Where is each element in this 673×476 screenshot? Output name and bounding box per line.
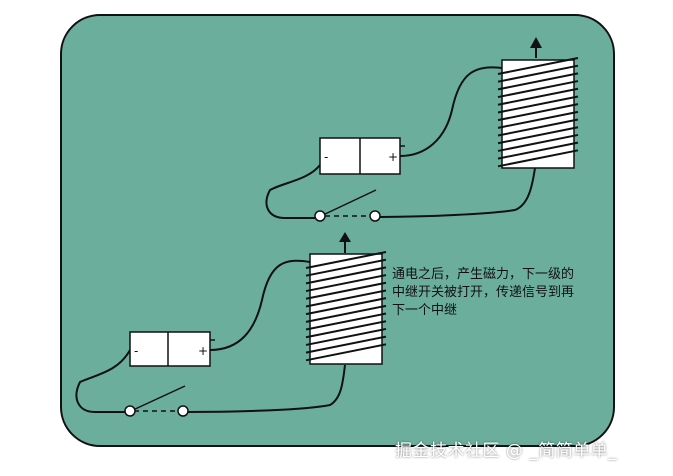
coil-winding	[497, 126, 579, 145]
wire-battery-to-switch	[75, 349, 131, 413]
wire-battery-to-coil	[399, 66, 503, 157]
coil-winding	[497, 64, 579, 83]
battery-minus-label: -	[134, 344, 138, 358]
battery-minus-label: -	[324, 150, 328, 164]
coil-winding	[497, 133, 579, 152]
coil-winding	[305, 266, 387, 285]
coil-winding	[305, 281, 387, 300]
coil-winding	[497, 118, 579, 137]
wire-battery-to-switch	[265, 164, 321, 219]
coil-winding	[305, 251, 387, 269]
wire-switch-to-coil	[184, 364, 346, 413]
coil-winding	[305, 297, 387, 316]
coil-winding	[305, 258, 387, 277]
wire-switch-to-coil	[374, 167, 536, 218]
coil-winding	[497, 57, 579, 75]
coil-winding	[305, 312, 387, 331]
coil-winding	[497, 103, 579, 122]
coil-winding	[497, 80, 579, 99]
relay-stage-lower	[75, 232, 351, 413]
coil-winding	[497, 141, 579, 160]
coil-winding	[305, 274, 387, 293]
watermark: 掘金技术社区 @ _简简单单_	[395, 441, 618, 461]
coil-winding	[497, 149, 579, 168]
coil-winding	[497, 72, 579, 91]
battery-plus-label: +	[198, 344, 208, 358]
coil-winding	[305, 289, 387, 308]
coil-winding	[305, 304, 387, 323]
battery-lower: - +	[129, 331, 215, 367]
battery-upper: - +	[319, 137, 405, 175]
switch-lower	[124, 385, 189, 417]
coil-winding	[305, 343, 387, 362]
coil-winding	[497, 110, 579, 129]
coil-upper	[497, 57, 579, 169]
coil-lower	[305, 251, 387, 365]
relay-stage-upper	[265, 37, 542, 219]
explanation-caption: 通电之后，产生磁力，下一级的中继开关被打开，传递信号到再下一个中继	[392, 267, 575, 318]
coil-winding	[305, 327, 387, 346]
coil-winding	[497, 87, 579, 106]
wire-battery-to-coil	[209, 259, 311, 351]
coil-winding	[305, 335, 387, 354]
switch-upper	[314, 189, 381, 222]
coil-winding	[305, 320, 387, 339]
coil-winding	[497, 95, 579, 114]
battery-plus-label: +	[388, 150, 398, 164]
